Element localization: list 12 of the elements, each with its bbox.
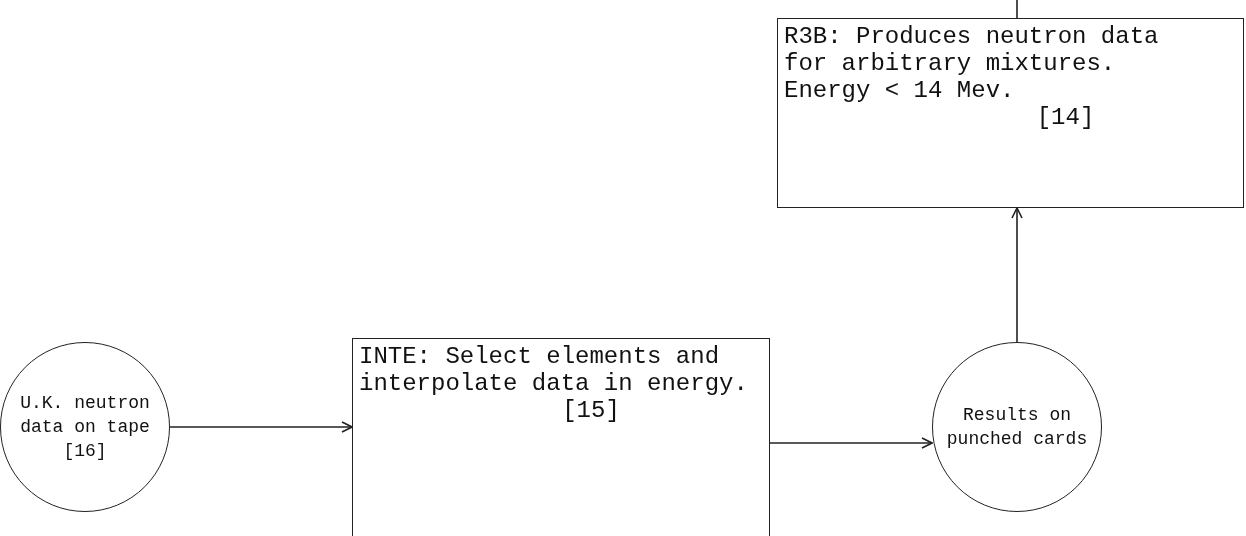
arrow	[169, 421, 353, 433]
arrow	[1011, 207, 1023, 343]
process-box	[777, 18, 1244, 208]
circle-text: [16]	[63, 440, 107, 463]
reference-number: [14]	[1035, 104, 1096, 131]
process-text: R3B: Produces neutron data for arbitrary mixtures. Energy < 14 Mev.	[784, 23, 1160, 104]
arrow	[769, 437, 933, 449]
process-box	[352, 338, 770, 536]
circle-text: Results on punched cards	[945, 404, 1089, 451]
circle-text: U.K. neutron data on tape	[19, 392, 151, 439]
process-text: INTE: Select elements and interpolate data in energy.	[359, 343, 749, 397]
reference-number: [15]	[561, 397, 621, 424]
